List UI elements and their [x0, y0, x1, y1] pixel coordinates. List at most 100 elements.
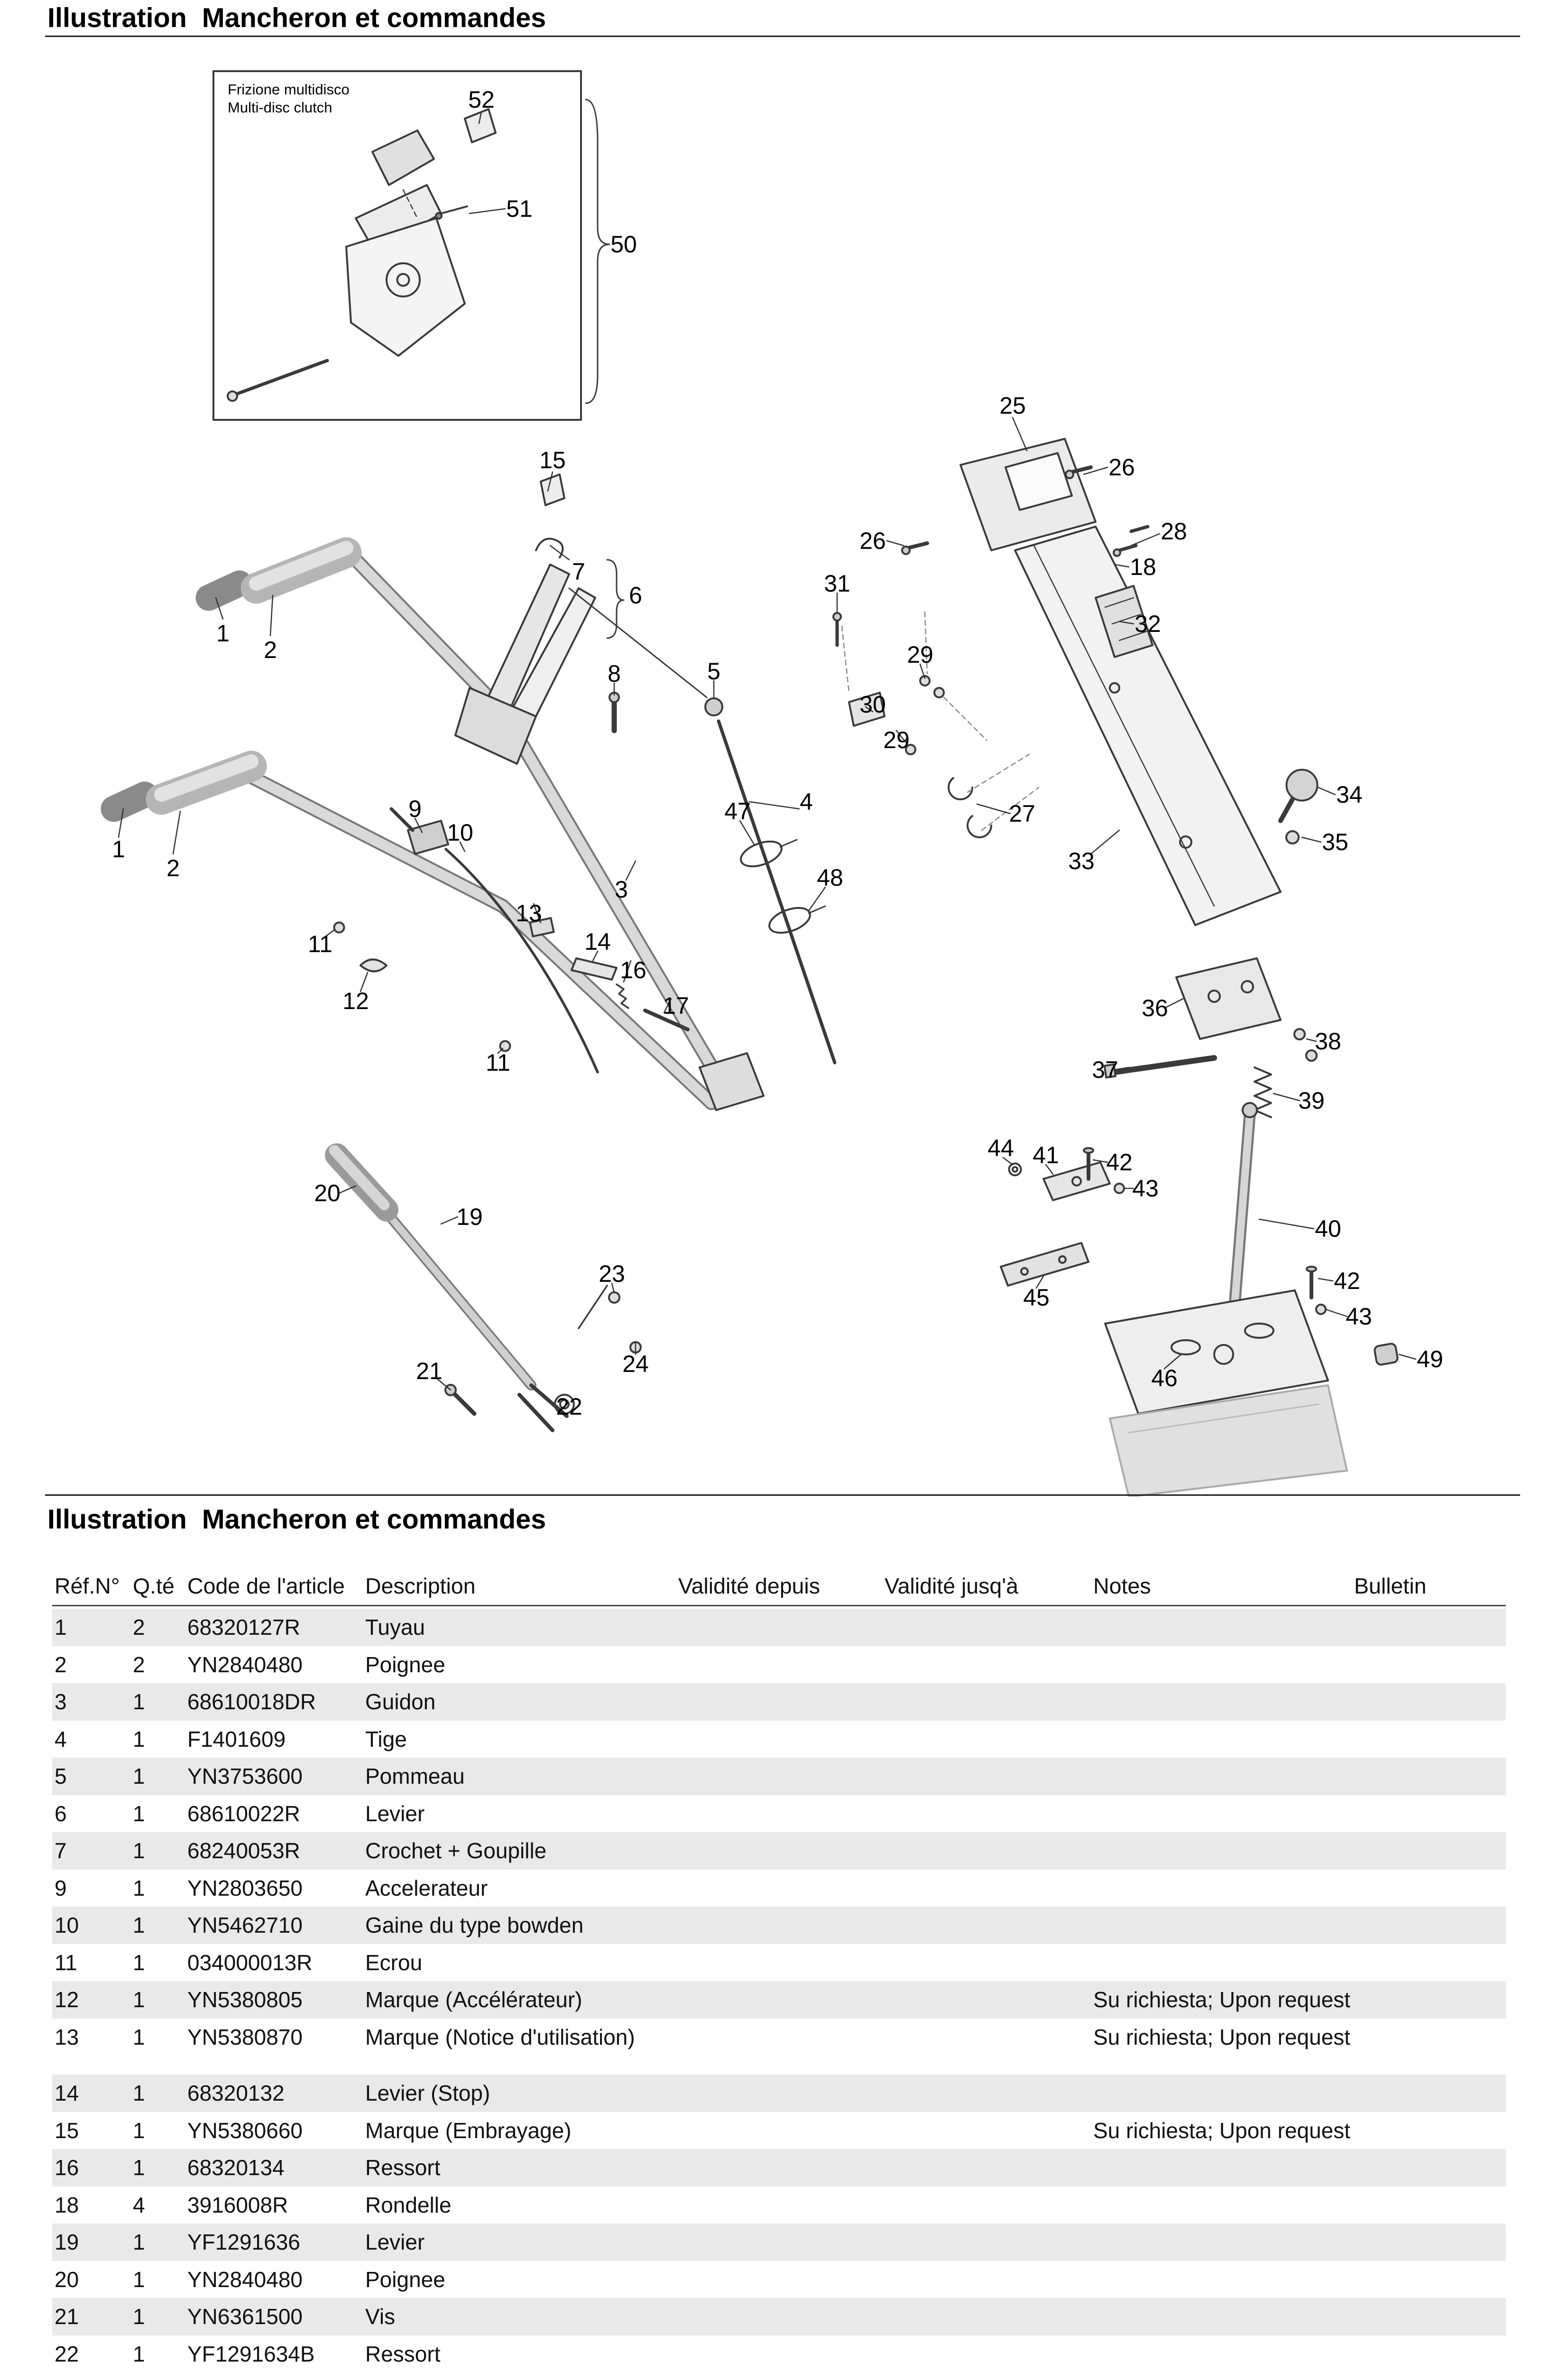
cell-ref: 14 — [55, 2081, 79, 2106]
cell-qty: 1 — [133, 1950, 145, 1975]
cell-qty: 1 — [133, 1726, 145, 1751]
callout-15: 15 — [539, 447, 566, 473]
cell-desc: Crochet + Goupille — [365, 1838, 547, 1863]
column-header: Validité jusq'à — [885, 1574, 1019, 1598]
cell-desc: Poignee — [365, 2267, 445, 2292]
callout-16: 16 — [620, 957, 646, 983]
column-art — [832, 438, 1399, 1497]
inset-label: Frizione multidisco Multi-disc clutch — [228, 81, 350, 117]
callout-8: 8 — [608, 660, 621, 687]
column-header: Description — [365, 1574, 476, 1598]
cell-ref: 19 — [55, 2230, 79, 2255]
cell-code: 68320134 — [187, 2155, 285, 2180]
callout-39: 39 — [1298, 1087, 1325, 1114]
cell-desc: Poignee — [365, 1652, 445, 1677]
cell-code: YN2803650 — [187, 1875, 303, 1900]
cell-code: YN5380870 — [187, 2024, 303, 2049]
cell-qty: 1 — [133, 1987, 145, 2012]
cell-qty: 1 — [133, 2155, 145, 2180]
callout-13: 13 — [516, 900, 542, 927]
cell-ref: 2 — [55, 1652, 67, 1677]
callout-29: 29 — [907, 641, 933, 668]
cell-code: 68240053R — [187, 1838, 300, 1863]
cell-desc: Tuyau — [365, 1615, 425, 1640]
callout-3: 3 — [615, 876, 628, 903]
callout-52: 52 — [468, 86, 495, 113]
cell-desc: Accelerateur — [365, 1875, 488, 1900]
cell-code: 034000013R — [187, 1950, 313, 1975]
callout-41: 41 — [1033, 1142, 1059, 1168]
cell-ref: 11 — [55, 1950, 77, 1975]
callout-2: 2 — [166, 855, 180, 881]
cell-ref: 1 — [55, 1615, 67, 1640]
cell-desc: Levier — [365, 1801, 425, 1826]
cell-code: 68320132 — [187, 2081, 285, 2106]
cell-code: YN5462710 — [187, 1913, 303, 1938]
cell-qty: 1 — [133, 2304, 145, 2329]
cell-qty: 1 — [133, 1801, 145, 1826]
parts-section-1: Illustration Mancheron et commandes Réf.… — [0, 1494, 1568, 2372]
callout-43: 43 — [1346, 1303, 1372, 1330]
callout-43: 43 — [1132, 1175, 1159, 1202]
callout-31: 31 — [824, 570, 850, 597]
inset-label-line1: Frizione multidisco — [228, 81, 350, 98]
callout-26: 26 — [859, 528, 886, 554]
inset-clutch-box — [212, 70, 610, 421]
cell-qty: 2 — [133, 1615, 145, 1640]
callout-23: 23 — [599, 1260, 625, 1287]
callout-42: 42 — [1334, 1268, 1360, 1294]
callout-11: 11 — [486, 1049, 510, 1076]
cell-ref: 15 — [55, 2118, 79, 2143]
callout-21: 21 — [416, 1358, 443, 1384]
diagram-art — [101, 70, 1417, 1497]
cell-ref: 16 — [55, 2155, 79, 2180]
cell-desc: Marque (Notice d'utilisation) — [365, 2024, 635, 2049]
cell-desc: Tige — [365, 1726, 407, 1751]
section-title: Illustration Mancheron et commandes — [47, 1504, 546, 1535]
cell-code: YF1291634B — [187, 2341, 315, 2366]
cell-qty: 1 — [133, 2081, 145, 2106]
cell-ref: 6 — [55, 1801, 67, 1826]
callout-46: 46 — [1151, 1365, 1178, 1391]
callout-29: 29 — [883, 727, 910, 753]
callout-17: 17 — [663, 992, 689, 1019]
cell-code: YN6361500 — [187, 2304, 303, 2329]
callout-37: 37 — [1092, 1056, 1118, 1083]
cell-ref: 5 — [55, 1764, 67, 1789]
cell-qty: 1 — [133, 2267, 145, 2292]
column-header: Réf.N° — [55, 1574, 120, 1598]
cell-ref: 13 — [55, 2024, 79, 2049]
cell-ref: 4 — [55, 1726, 67, 1751]
callout-45: 45 — [1023, 1284, 1050, 1311]
callout-34: 34 — [1336, 781, 1363, 808]
cell-notes: Su richiesta; Upon request — [1093, 2024, 1351, 2049]
callout-35: 35 — [1322, 829, 1348, 855]
cell-desc: Marque (Embrayage) — [365, 2118, 572, 2143]
cell-desc: Rondelle — [365, 2192, 452, 2217]
header-divider — [45, 36, 1520, 37]
callout-5: 5 — [707, 658, 720, 685]
callout-28: 28 — [1161, 518, 1187, 545]
cell-desc: Ecrou — [365, 1950, 423, 1975]
cell-code: 68320127R — [187, 1615, 300, 1640]
cell-qty: 1 — [133, 1689, 145, 1714]
cell-qty: 1 — [133, 1875, 145, 1900]
callout-30: 30 — [859, 691, 886, 718]
cell-ref: 12 — [55, 1987, 79, 2012]
cell-qty: 1 — [133, 2230, 145, 2255]
column-header: Notes — [1093, 1574, 1151, 1598]
